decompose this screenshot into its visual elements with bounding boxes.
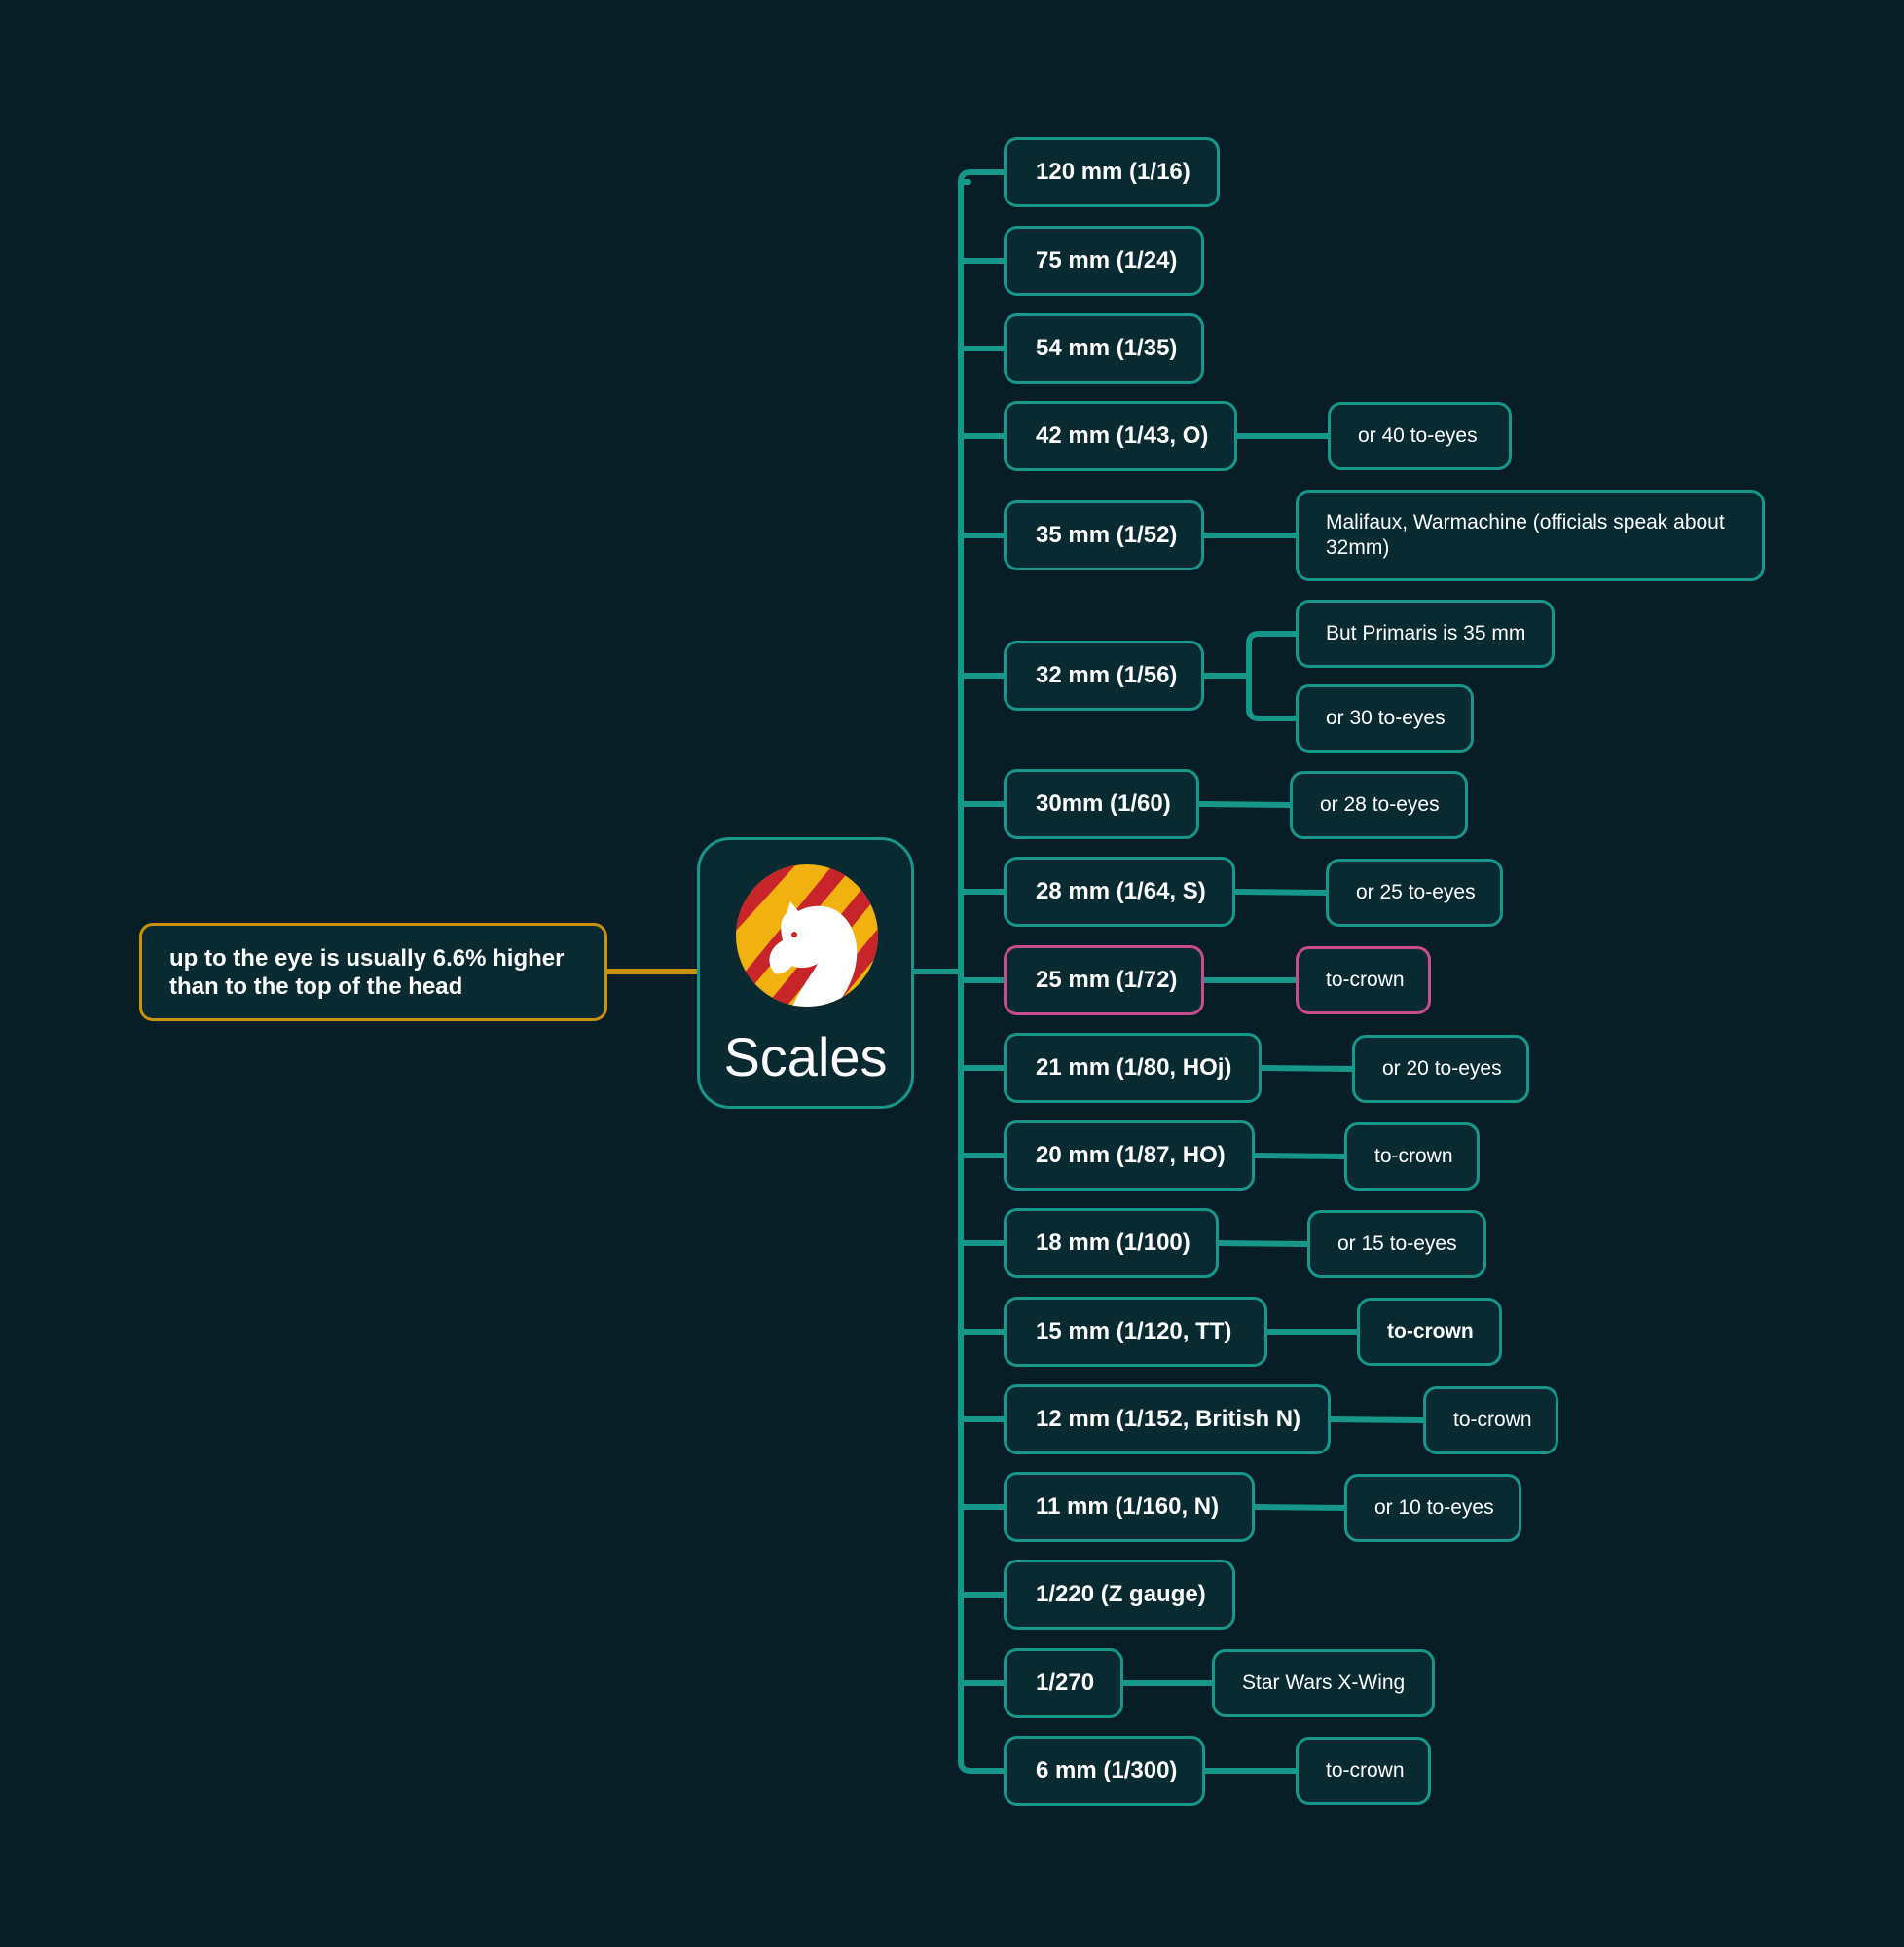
scale-label: 54 mm (1/35) bbox=[1036, 335, 1178, 361]
scale-label: 20 mm (1/87, HO) bbox=[1036, 1142, 1226, 1168]
scale-label: 12 mm (1/152, British N) bbox=[1036, 1406, 1301, 1432]
scale-node[interactable]: 15 mm (1/120, TT) bbox=[1004, 1297, 1267, 1367]
note-node[interactable]: or 15 to-eyes bbox=[1307, 1210, 1486, 1278]
scale-node[interactable]: 30mm (1/60) bbox=[1004, 769, 1199, 839]
note-label: to-crown bbox=[1374, 1145, 1453, 1167]
note-node[interactable]: to-crown bbox=[1344, 1122, 1480, 1191]
scale-node[interactable]: 18 mm (1/100) bbox=[1004, 1208, 1219, 1278]
note-node[interactable]: or 10 to-eyes bbox=[1344, 1474, 1521, 1542]
root-title: Scales bbox=[723, 1026, 888, 1087]
scale-label: 75 mm (1/24) bbox=[1036, 247, 1178, 274]
scale-node[interactable]: 120 mm (1/16) bbox=[1004, 137, 1220, 207]
connector-line bbox=[958, 179, 1007, 1774]
note-label: or 20 to-eyes bbox=[1382, 1057, 1502, 1080]
eye-height-note[interactable]: up to the eye is usually 6.6% higher tha… bbox=[139, 923, 607, 1021]
note-label: to-crown bbox=[1387, 1320, 1474, 1342]
note-label: or 25 to-eyes bbox=[1356, 881, 1476, 903]
note-label: or 40 to-eyes bbox=[1358, 424, 1478, 447]
scale-node[interactable]: 1/270 bbox=[1004, 1648, 1123, 1718]
scale-node[interactable]: 21 mm (1/80, HOj) bbox=[1004, 1033, 1262, 1103]
note-label: or 30 to-eyes bbox=[1326, 707, 1446, 729]
connector-line bbox=[1259, 1065, 1355, 1072]
scale-node[interactable]: 75 mm (1/24) bbox=[1004, 226, 1204, 296]
scale-node[interactable]: 42 mm (1/43, O) bbox=[1004, 401, 1237, 471]
note-label: or 15 to-eyes bbox=[1337, 1232, 1457, 1255]
scale-node[interactable]: 11 mm (1/160, N) bbox=[1004, 1472, 1255, 1542]
scale-node[interactable]: 35 mm (1/52) bbox=[1004, 500, 1204, 570]
note-node[interactable]: to-crown bbox=[1296, 1737, 1431, 1805]
note-label: to-crown bbox=[1326, 1759, 1405, 1782]
note-label: to-crown bbox=[1453, 1409, 1532, 1431]
note-node[interactable]: Star Wars X-Wing bbox=[1212, 1649, 1435, 1717]
scale-label: 1/270 bbox=[1036, 1670, 1095, 1696]
connector-line bbox=[1216, 1240, 1310, 1247]
note-label: or 28 to-eyes bbox=[1320, 793, 1440, 816]
note-node[interactable]: or 30 to-eyes bbox=[1296, 684, 1474, 753]
scale-label: 32 mm (1/56) bbox=[1036, 662, 1178, 688]
scale-node[interactable]: 12 mm (1/152, British N) bbox=[1004, 1384, 1331, 1454]
scale-label: 120 mm (1/16) bbox=[1036, 159, 1190, 185]
note-label: Malifaux, Warmachine (officials speak ab… bbox=[1326, 511, 1725, 559]
scale-label: 15 mm (1/120, TT) bbox=[1036, 1318, 1232, 1344]
knight-horse-logo-icon bbox=[736, 864, 878, 1007]
scale-node[interactable]: 25 mm (1/72) bbox=[1004, 945, 1204, 1015]
scale-label: 11 mm (1/160, N) bbox=[1036, 1493, 1220, 1520]
note-label: But Primaris is 35 mm bbox=[1326, 622, 1526, 644]
note-node[interactable]: Malifaux, Warmachine (officials speak ab… bbox=[1296, 490, 1765, 581]
scale-label: 28 mm (1/64, S) bbox=[1036, 878, 1206, 904]
note-node[interactable]: to-crown bbox=[1357, 1298, 1502, 1366]
note-node[interactable]: or 25 to-eyes bbox=[1326, 859, 1503, 927]
scale-label: 18 mm (1/100) bbox=[1036, 1230, 1190, 1256]
connector-line bbox=[1252, 1153, 1347, 1159]
scale-label: 35 mm (1/52) bbox=[1036, 522, 1178, 548]
scale-label: 6 mm (1/300) bbox=[1036, 1757, 1178, 1783]
scale-node[interactable]: 6 mm (1/300) bbox=[1004, 1736, 1205, 1806]
connector-line bbox=[1328, 1416, 1426, 1423]
note-node[interactable]: or 28 to-eyes bbox=[1290, 771, 1468, 839]
root-node-scales[interactable]: Scales bbox=[697, 837, 914, 1109]
note-node[interactable]: to-crown bbox=[1296, 946, 1431, 1014]
scale-node[interactable]: 1/220 (Z gauge) bbox=[1004, 1560, 1235, 1630]
scale-label: 25 mm (1/72) bbox=[1036, 967, 1178, 993]
note-node[interactable]: But Primaris is 35 mm bbox=[1296, 600, 1555, 668]
connector-line bbox=[1246, 631, 1299, 679]
note-node[interactable]: to-crown bbox=[1423, 1386, 1558, 1454]
scale-node[interactable]: 54 mm (1/35) bbox=[1004, 313, 1204, 384]
scale-label: 21 mm (1/80, HOj) bbox=[1036, 1054, 1232, 1081]
connector-line bbox=[1246, 673, 1299, 721]
scale-node[interactable]: 32 mm (1/56) bbox=[1004, 641, 1204, 711]
connector-line bbox=[1196, 801, 1293, 808]
note-node[interactable]: or 20 to-eyes bbox=[1352, 1035, 1529, 1103]
note-label: Star Wars X-Wing bbox=[1242, 1671, 1406, 1694]
scale-label: 1/220 (Z gauge) bbox=[1036, 1581, 1206, 1607]
scale-label: 42 mm (1/43, O) bbox=[1036, 422, 1209, 449]
note-label: or 10 to-eyes bbox=[1374, 1496, 1494, 1519]
note-node[interactable]: or 40 to-eyes bbox=[1328, 402, 1512, 470]
eye-height-note-text: up to the eye is usually 6.6% higher tha… bbox=[169, 944, 565, 1000]
connector-line bbox=[1232, 889, 1329, 896]
scale-node[interactable]: 28 mm (1/64, S) bbox=[1004, 857, 1235, 927]
scale-node[interactable]: 20 mm (1/87, HO) bbox=[1004, 1120, 1255, 1191]
connector-line bbox=[1252, 1504, 1347, 1511]
note-label: to-crown bbox=[1326, 969, 1405, 991]
scale-label: 30mm (1/60) bbox=[1036, 790, 1171, 817]
